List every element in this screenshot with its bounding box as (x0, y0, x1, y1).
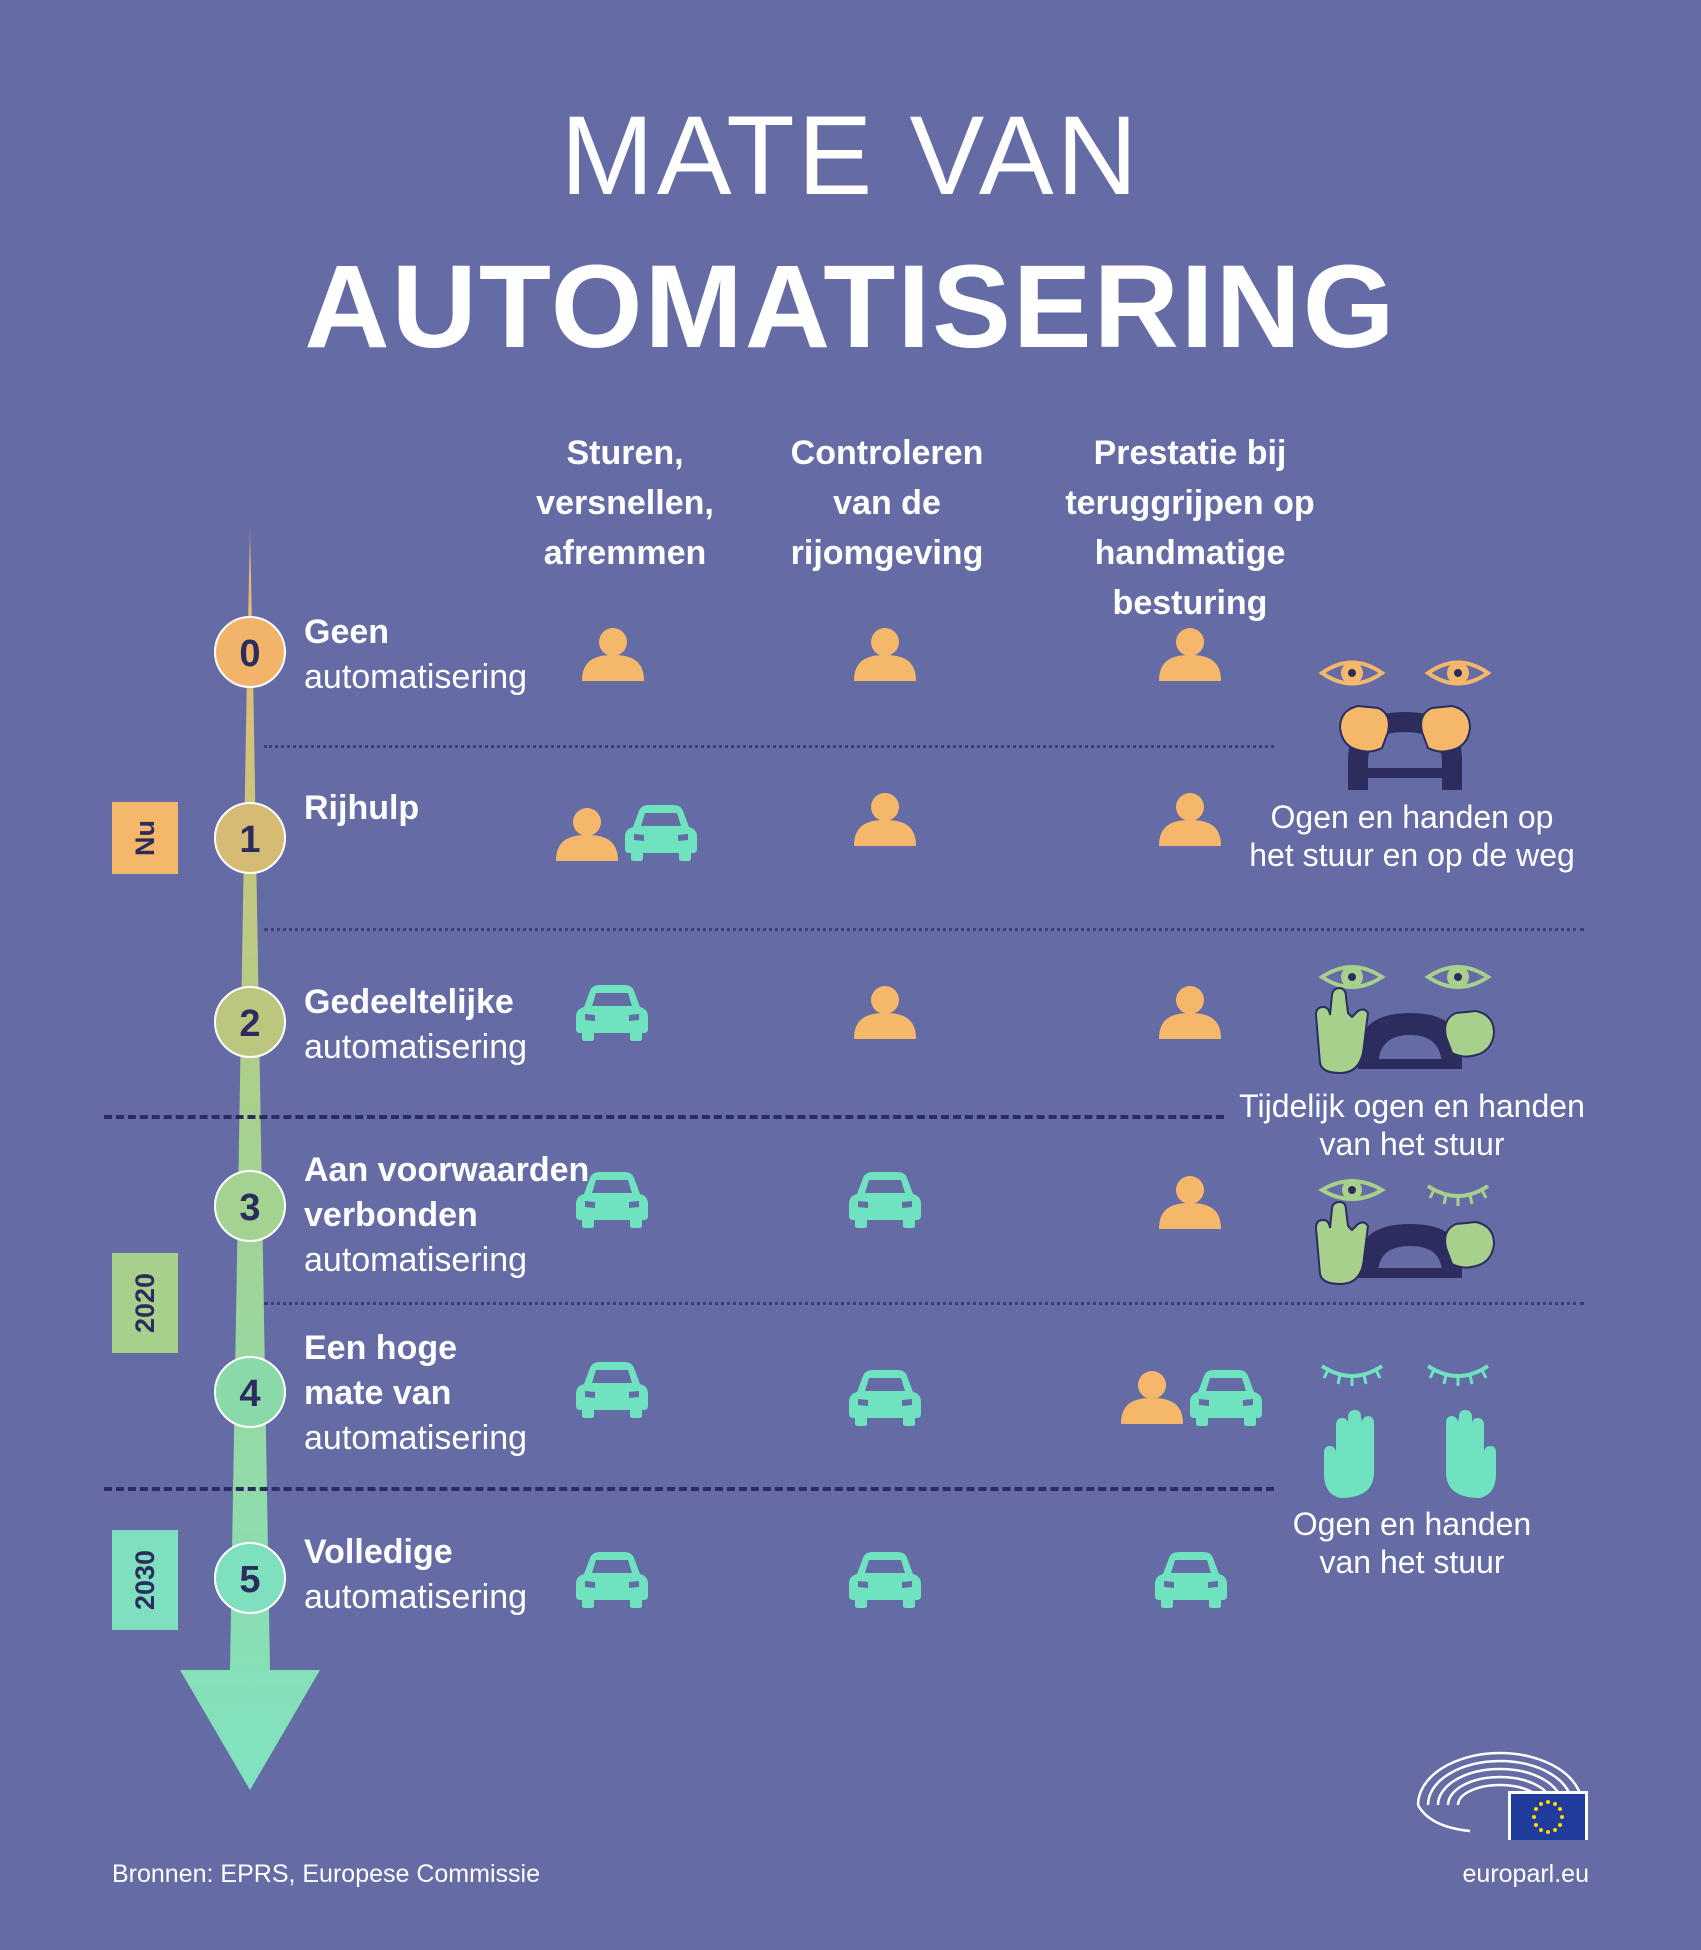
level-title-1: Rijhulp (304, 789, 420, 827)
column-header-steering-label: Sturen, versnellen, afremmen (536, 434, 714, 572)
level-label-5: Volledige automatisering (304, 1530, 527, 1620)
row-separator (264, 928, 1584, 931)
person-icon (1155, 625, 1225, 681)
level-title-4: Een hoge mate van (304, 1329, 458, 1412)
car-icon (849, 1550, 921, 1608)
person-icon (1155, 1173, 1225, 1229)
row-separator (264, 745, 1274, 748)
level-title-5: Volledige (304, 1533, 453, 1571)
person-icon (1155, 790, 1225, 846)
level-label-2: Gedeeltelijke automatisering (304, 980, 527, 1070)
car-icon (625, 803, 697, 861)
person-icon (850, 625, 920, 681)
caption-eyes-hands-on-label: Ogen en handen op het stuur en op de weg (1249, 799, 1575, 873)
person-icon (850, 983, 920, 1039)
level-badge-1: 1 (214, 802, 286, 874)
level-badge-2: 2 (214, 986, 286, 1058)
era-separator (104, 1487, 1274, 1491)
person-icon (552, 805, 622, 861)
timeline-arrow (180, 530, 320, 1790)
car-icon (849, 1368, 921, 1426)
caption-temporary-off-label: Tijdelijk ogen en handen van het stuur (1239, 1088, 1585, 1162)
column-header-fallback: Prestatie bij teruggrijpen op handmatige… (1040, 428, 1340, 628)
car-icon (1155, 1550, 1227, 1608)
eyes-hands-on-wheel-icon (1318, 660, 1492, 790)
era-tag-2030-label: 2030 (130, 1549, 160, 1611)
era-tag-2020-label: 2020 (130, 1272, 160, 1334)
car-icon (1190, 1368, 1262, 1426)
row-separator (264, 1302, 1584, 1305)
car-icon (849, 1170, 921, 1228)
level-badge-4: 4 (214, 1356, 286, 1428)
level-badge-5: 5 (214, 1542, 286, 1614)
caption-eyes-hands-off-label: Ogen en handen van het stuur (1292, 1506, 1532, 1580)
level-label-3: Aan voorwaarden verbonden automatisering (304, 1148, 589, 1283)
level-label-1: Rijhulp (304, 786, 419, 831)
car-icon (576, 1170, 648, 1228)
person-icon (1155, 983, 1225, 1039)
eyes-on-hands-off-icon (1314, 965, 1496, 1075)
car-icon (576, 1360, 648, 1418)
era-separator (104, 1115, 1224, 1119)
level-badge-3: 3 (214, 1170, 286, 1242)
car-icon (576, 1550, 648, 1608)
title-line-2: AUTOMATISERING (304, 241, 1397, 373)
column-header-monitoring-label: Controleren van de rijomgeving (790, 434, 984, 572)
level-subtitle-5: automatisering (304, 1578, 528, 1616)
level-subtitle-2: automatisering (304, 1028, 528, 1066)
column-header-fallback-label: Prestatie bij teruggrijpen op handmatige… (1065, 434, 1315, 622)
level-subtitle-3: automatisering (304, 1241, 528, 1279)
title-line-1: MATE VAN (560, 93, 1141, 218)
level-subtitle-4: automatisering (304, 1419, 528, 1457)
site-link[interactable]: europarl.eu (1462, 1860, 1589, 1888)
caption-eyes-hands-on: Ogen en handen op het stuur en op de weg (1232, 798, 1592, 874)
source-credit: Bronnen: EPRS, Europese Commissie (112, 1860, 540, 1888)
era-tag-2030: 2030 (112, 1530, 178, 1630)
eye-closing-hands-off-icon (1314, 1179, 1496, 1286)
eyes-closed-hands-off-icon (1320, 1364, 1496, 1498)
column-header-steering: Sturen, versnellen, afremmen (475, 428, 775, 578)
era-tag-2020: 2020 (112, 1253, 178, 1353)
level-label-4: Een hoge mate van automatisering (304, 1326, 527, 1461)
column-header-monitoring: Controleren van de rijomgeving (737, 428, 1037, 578)
level-badge-0: 0 (214, 616, 286, 688)
level-title-0: Geen (304, 613, 390, 651)
person-icon (1117, 1368, 1187, 1424)
level-title-3: Aan voorwaarden verbonden (304, 1151, 590, 1234)
level-subtitle-0: automatisering (304, 658, 528, 696)
caption-temporary-off: Tijdelijk ogen en handen van het stuur (1232, 1087, 1592, 1163)
level-title-2: Gedeeltelijke (304, 983, 514, 1021)
european-parliament-logo (1416, 1751, 1588, 1840)
person-icon (850, 790, 920, 846)
caption-eyes-hands-off: Ogen en handen van het stuur (1232, 1505, 1592, 1581)
era-tag-now: Nu (112, 802, 178, 874)
car-icon (576, 983, 648, 1041)
era-tag-now-label: Nu (130, 820, 160, 856)
level-label-0: Geen automatisering (304, 610, 527, 700)
person-icon (578, 625, 648, 681)
